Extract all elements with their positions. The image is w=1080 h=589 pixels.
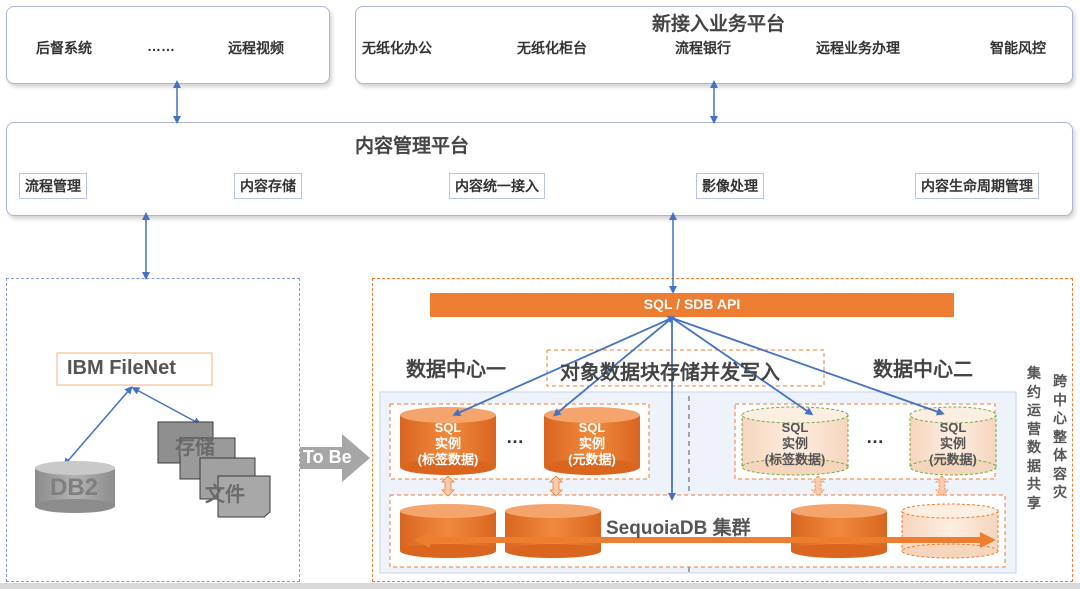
cluster-label: SequoiaDB 集群 [606,518,751,539]
sql-instance-1-line2: 实例 [434,436,461,451]
to-be-label: To Be [303,447,352,467]
content-platform-item-2: 内容存储 [234,173,302,199]
storage-label: 存储 [175,437,215,459]
sql-instance-1-line3: (标签数据) [417,452,479,467]
new-architecture-region [372,278,1073,582]
top-left-item-3: 远程视频 [228,40,284,56]
cluster-span-arrow [414,532,996,548]
sql-instance-2-label: SQL 实例 (元数据) [544,420,640,468]
content-platform-panel [6,122,1073,216]
top-left-item-2: …… [147,38,175,54]
sql-instance-3-line1: SQL [781,420,809,435]
cluster-cylinder-3 [791,504,887,558]
sql-instance-4-line1: SQL [939,420,967,435]
dc1-title: 数据中心一 [406,359,506,381]
sql-ellipsis-dc1: … [506,427,524,447]
sql-instance-2-line3: (元数据) [568,452,616,467]
top-left-panel [6,6,330,84]
new-platform-panel [355,6,1073,84]
db2-label: DB2 [50,474,99,501]
sql-instance-3-label: SQL 实例 (标签数据) [742,420,848,468]
filenet-to-db2-arrow [63,385,133,467]
sql-instance-3-line2: 实例 [781,436,808,451]
api-bar-label: SQL / SDB API [643,296,741,312]
content-platform-title: 内容管理平台 [355,136,470,157]
filenet-to-storage-arrow [131,387,202,425]
bottom-strip [0,583,1080,589]
sql-instance-4-line3: (元数据) [929,452,977,467]
legacy-region [6,278,300,582]
dc2-title: 数据中心二 [873,359,973,381]
api-fanout-arrows [452,315,945,501]
filenet-box [56,352,213,386]
content-platform-item-1: 流程管理 [19,173,87,199]
sql-instance-3-line3: (标签数据) [764,452,826,467]
to-be-arrow [300,434,370,482]
new-platform-item-4: 远程业务办理 [816,40,900,56]
sql-instance-4-line2: 实例 [939,436,966,451]
sql-cylinder-4 [909,406,997,476]
sql-instance-4-label: SQL 实例 (元数据) [910,420,996,468]
sql-cylinder-3 [741,406,849,476]
cluster-cylinder-1 [400,504,496,558]
sql-instance-1-label: SQL 实例 (标签数据) [400,420,496,468]
cluster-cylinder-2 [505,504,601,558]
side-text-data-sharing: 集约运营数据共享 [1027,365,1041,511]
cluster-cylinder-4 [901,503,999,559]
api-bar [430,293,954,317]
new-platform-title: 新接入业务平台 [652,14,786,35]
filenet-label: IBM FileNet [67,357,176,379]
new-platform-item-2: 无纸化柜台 [517,40,587,56]
sql-instance-2-line2: 实例 [578,436,605,451]
side-text-cross-dc-dr: 跨中心整体容灾 [1053,373,1067,500]
sql-ellipsis-dc2: … [866,427,884,447]
new-platform-item-1: 无纸化办公 [362,40,432,56]
content-platform-item-3: 内容统一接入 [449,173,545,199]
sql-instance-1-line1: SQL [434,420,462,435]
sql-instance-2-line1: SQL [578,420,606,435]
db2-cylinder [35,461,115,513]
top-left-item-1: 后督系统 [36,40,92,56]
content-platform-item-4: 影像处理 [696,173,764,199]
new-platform-item-5: 智能风控 [990,40,1046,56]
sql-cluster-arrows [441,475,949,497]
concurrent-write-label: 对象数据块存储并发写入 [560,362,780,384]
new-platform-item-3: 流程银行 [675,40,731,56]
storage-doc-stack [157,421,271,518]
file-label: 文件 [205,484,245,506]
content-platform-item-5: 内容生命周期管理 [915,173,1039,199]
